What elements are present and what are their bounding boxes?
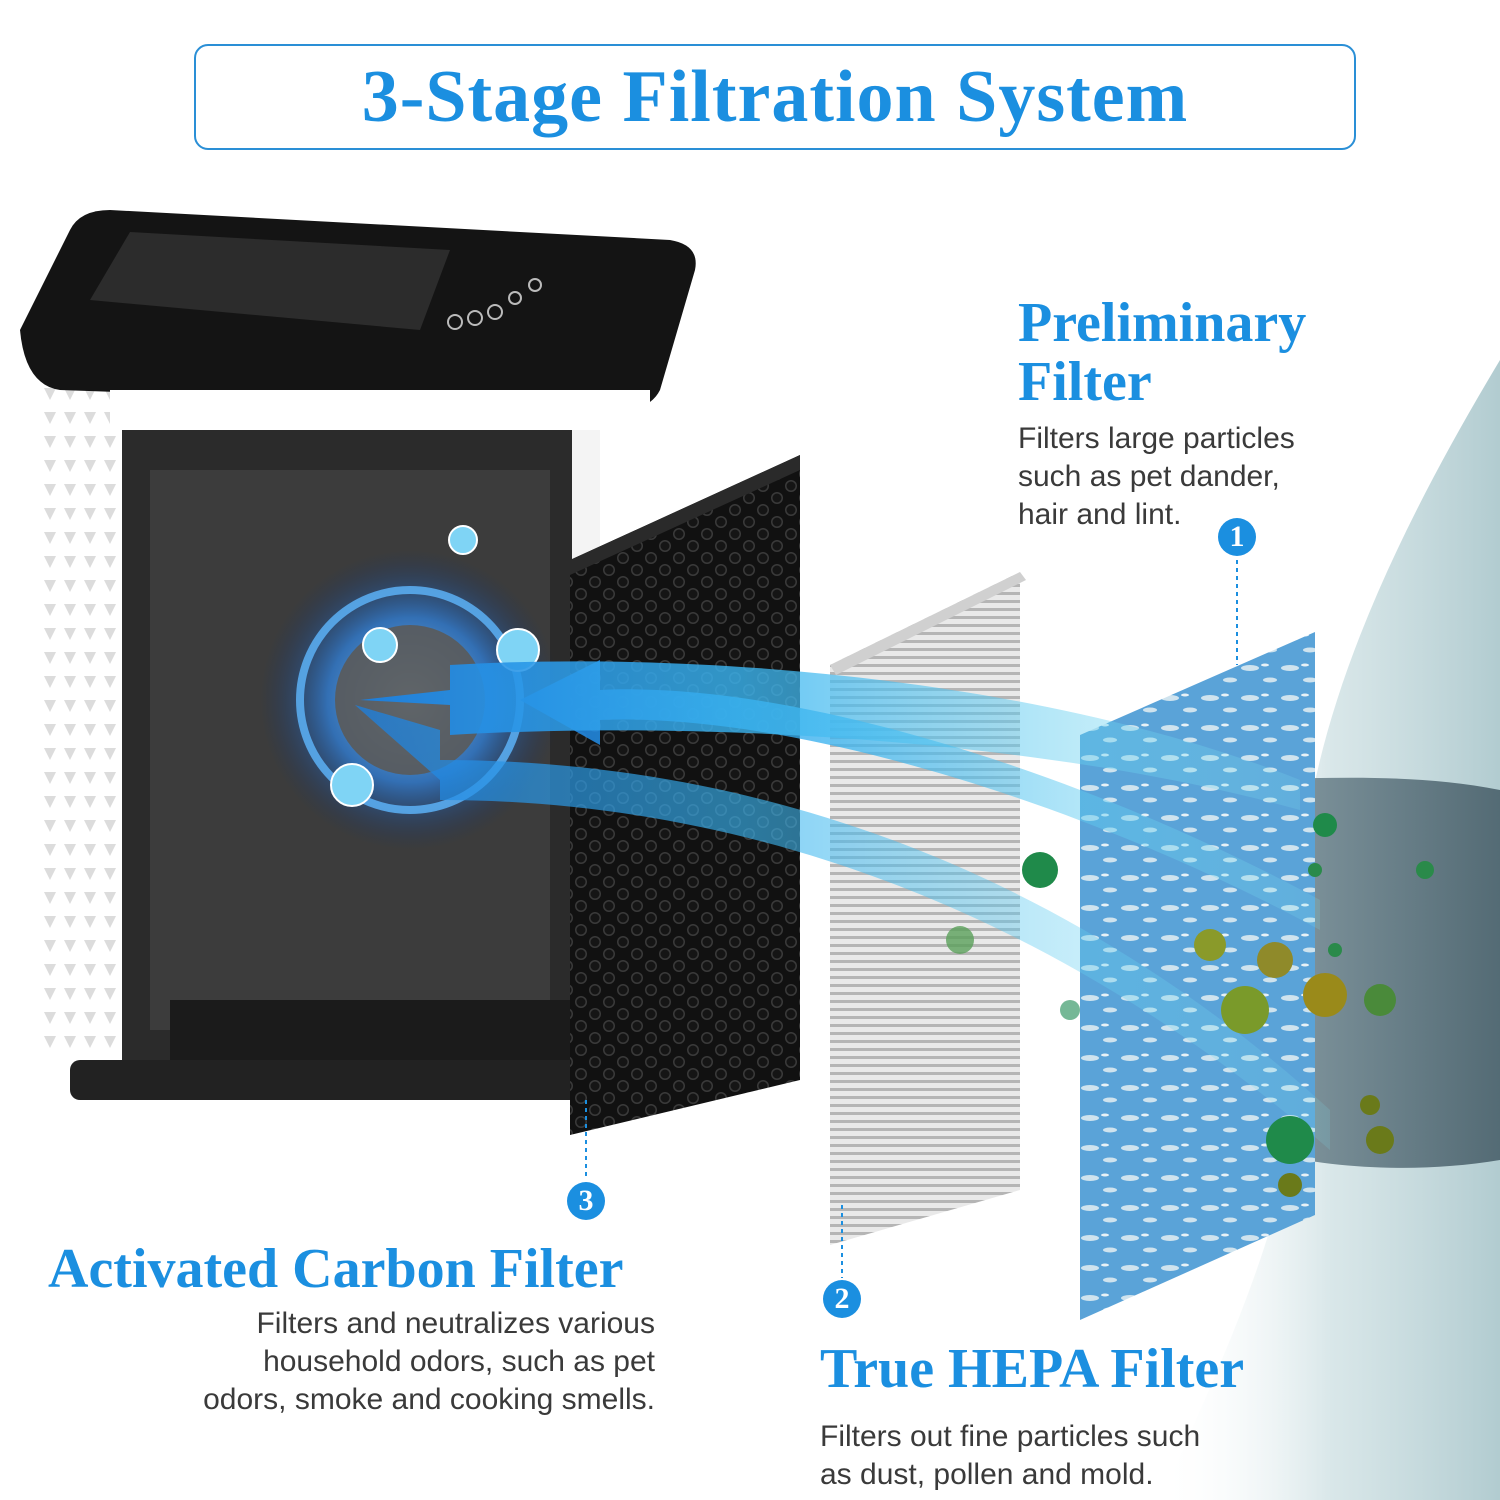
stage-3-badge: 3 [567,1182,605,1220]
preliminary-desc-line-2: such as pet dander, [1018,460,1280,494]
preliminary-filter-heading: Preliminary Filter [1018,294,1306,412]
stage-1-badge: 1 [1218,518,1256,556]
title-banner: 3-Stage Filtration System [194,44,1356,150]
carbon-desc-line-1: Filters and neutralizes various [256,1307,655,1340]
carbon-filter-description: Filters and neutralizes various househol… [203,1305,655,1419]
hepa-filter-description: Filters out fine particles such as dust,… [820,1418,1200,1494]
hepa-desc-line-2: as dust, pollen and mold. [820,1458,1154,1492]
preliminary-desc-line-3: hair and lint. [1018,498,1182,532]
preliminary-filter-description: Filters large particles such as pet dand… [1018,420,1295,534]
page-title: 3-Stage Filtration System [361,55,1189,138]
preliminary-desc-line-1: Filters large particles [1018,422,1295,455]
carbon-desc-line-2: household odors, such as pet [263,1345,655,1379]
hepa-desc-line-1: Filters out fine particles such [820,1420,1201,1453]
carbon-filter-heading: Activated Carbon Filter [48,1238,624,1300]
preliminary-heading-line-2: Filter [1018,350,1152,413]
hepa-filter-heading: True HEPA Filter [820,1338,1245,1400]
carbon-desc-line-3: odors, smoke and cooking smells. [203,1383,655,1417]
preliminary-heading-line-1: Preliminary [1018,292,1307,354]
stage-2-badge: 2 [823,1280,861,1318]
